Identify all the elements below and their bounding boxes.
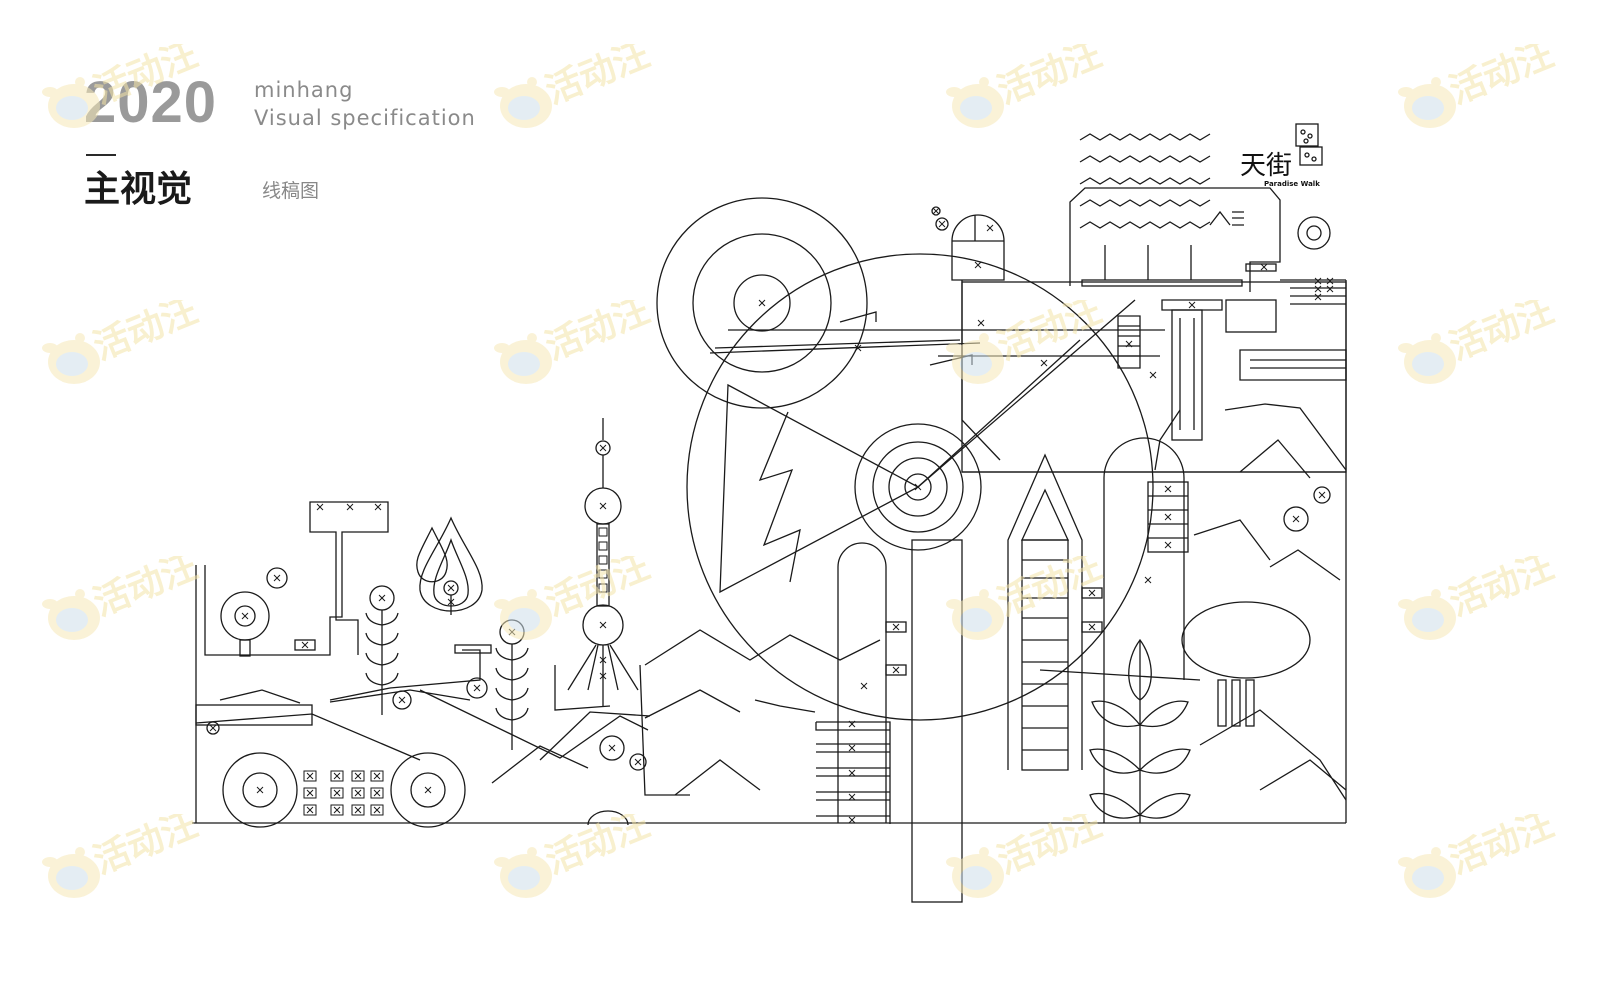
english-title-line-1: minhang: [254, 78, 354, 102]
rail-lines: [1280, 277, 1346, 305]
pearl-tower: [567, 418, 639, 706]
water-drops: [416, 516, 483, 615]
arch-column: [815, 539, 963, 903]
ellipse-tree: [1181, 601, 1311, 727]
logo-subtext: Paradise Walk: [1264, 180, 1320, 188]
leaf-plant: [1039, 638, 1201, 823]
english-title-line-2: Visual specification: [254, 106, 476, 130]
right-arch: [1103, 371, 1189, 823]
left-machine: [195, 501, 492, 828]
wave-building: [1069, 133, 1346, 441]
logo-text: 天街: [1240, 151, 1292, 181]
x-grid-panel: [303, 770, 384, 816]
mountain-ranges: [419, 629, 881, 826]
year-label: 2020: [84, 70, 218, 135]
chinese-title: 主视觉: [84, 169, 193, 210]
fan-wedge: [719, 383, 920, 594]
english-title: minhang Visual specification: [254, 76, 476, 132]
diagonal-lines: [709, 299, 1165, 488]
central-large-circle: [686, 253, 1154, 721]
page-header: 2020 minhang Visual specification 主视觉 线稿…: [84, 70, 604, 230]
target-circles: [854, 423, 982, 551]
concentric-circles-top: [656, 197, 868, 409]
right-structures: [961, 280, 1347, 801]
paradise-walk-logo: 天街 Paradise Walk: [1240, 123, 1323, 188]
wheat-stalks: [365, 585, 529, 750]
title-divider: [86, 154, 116, 156]
ladder-spire: [1007, 453, 1103, 771]
chinese-subtitle: 线稿图: [262, 180, 320, 202]
observatory-dome: [931, 206, 1005, 281]
